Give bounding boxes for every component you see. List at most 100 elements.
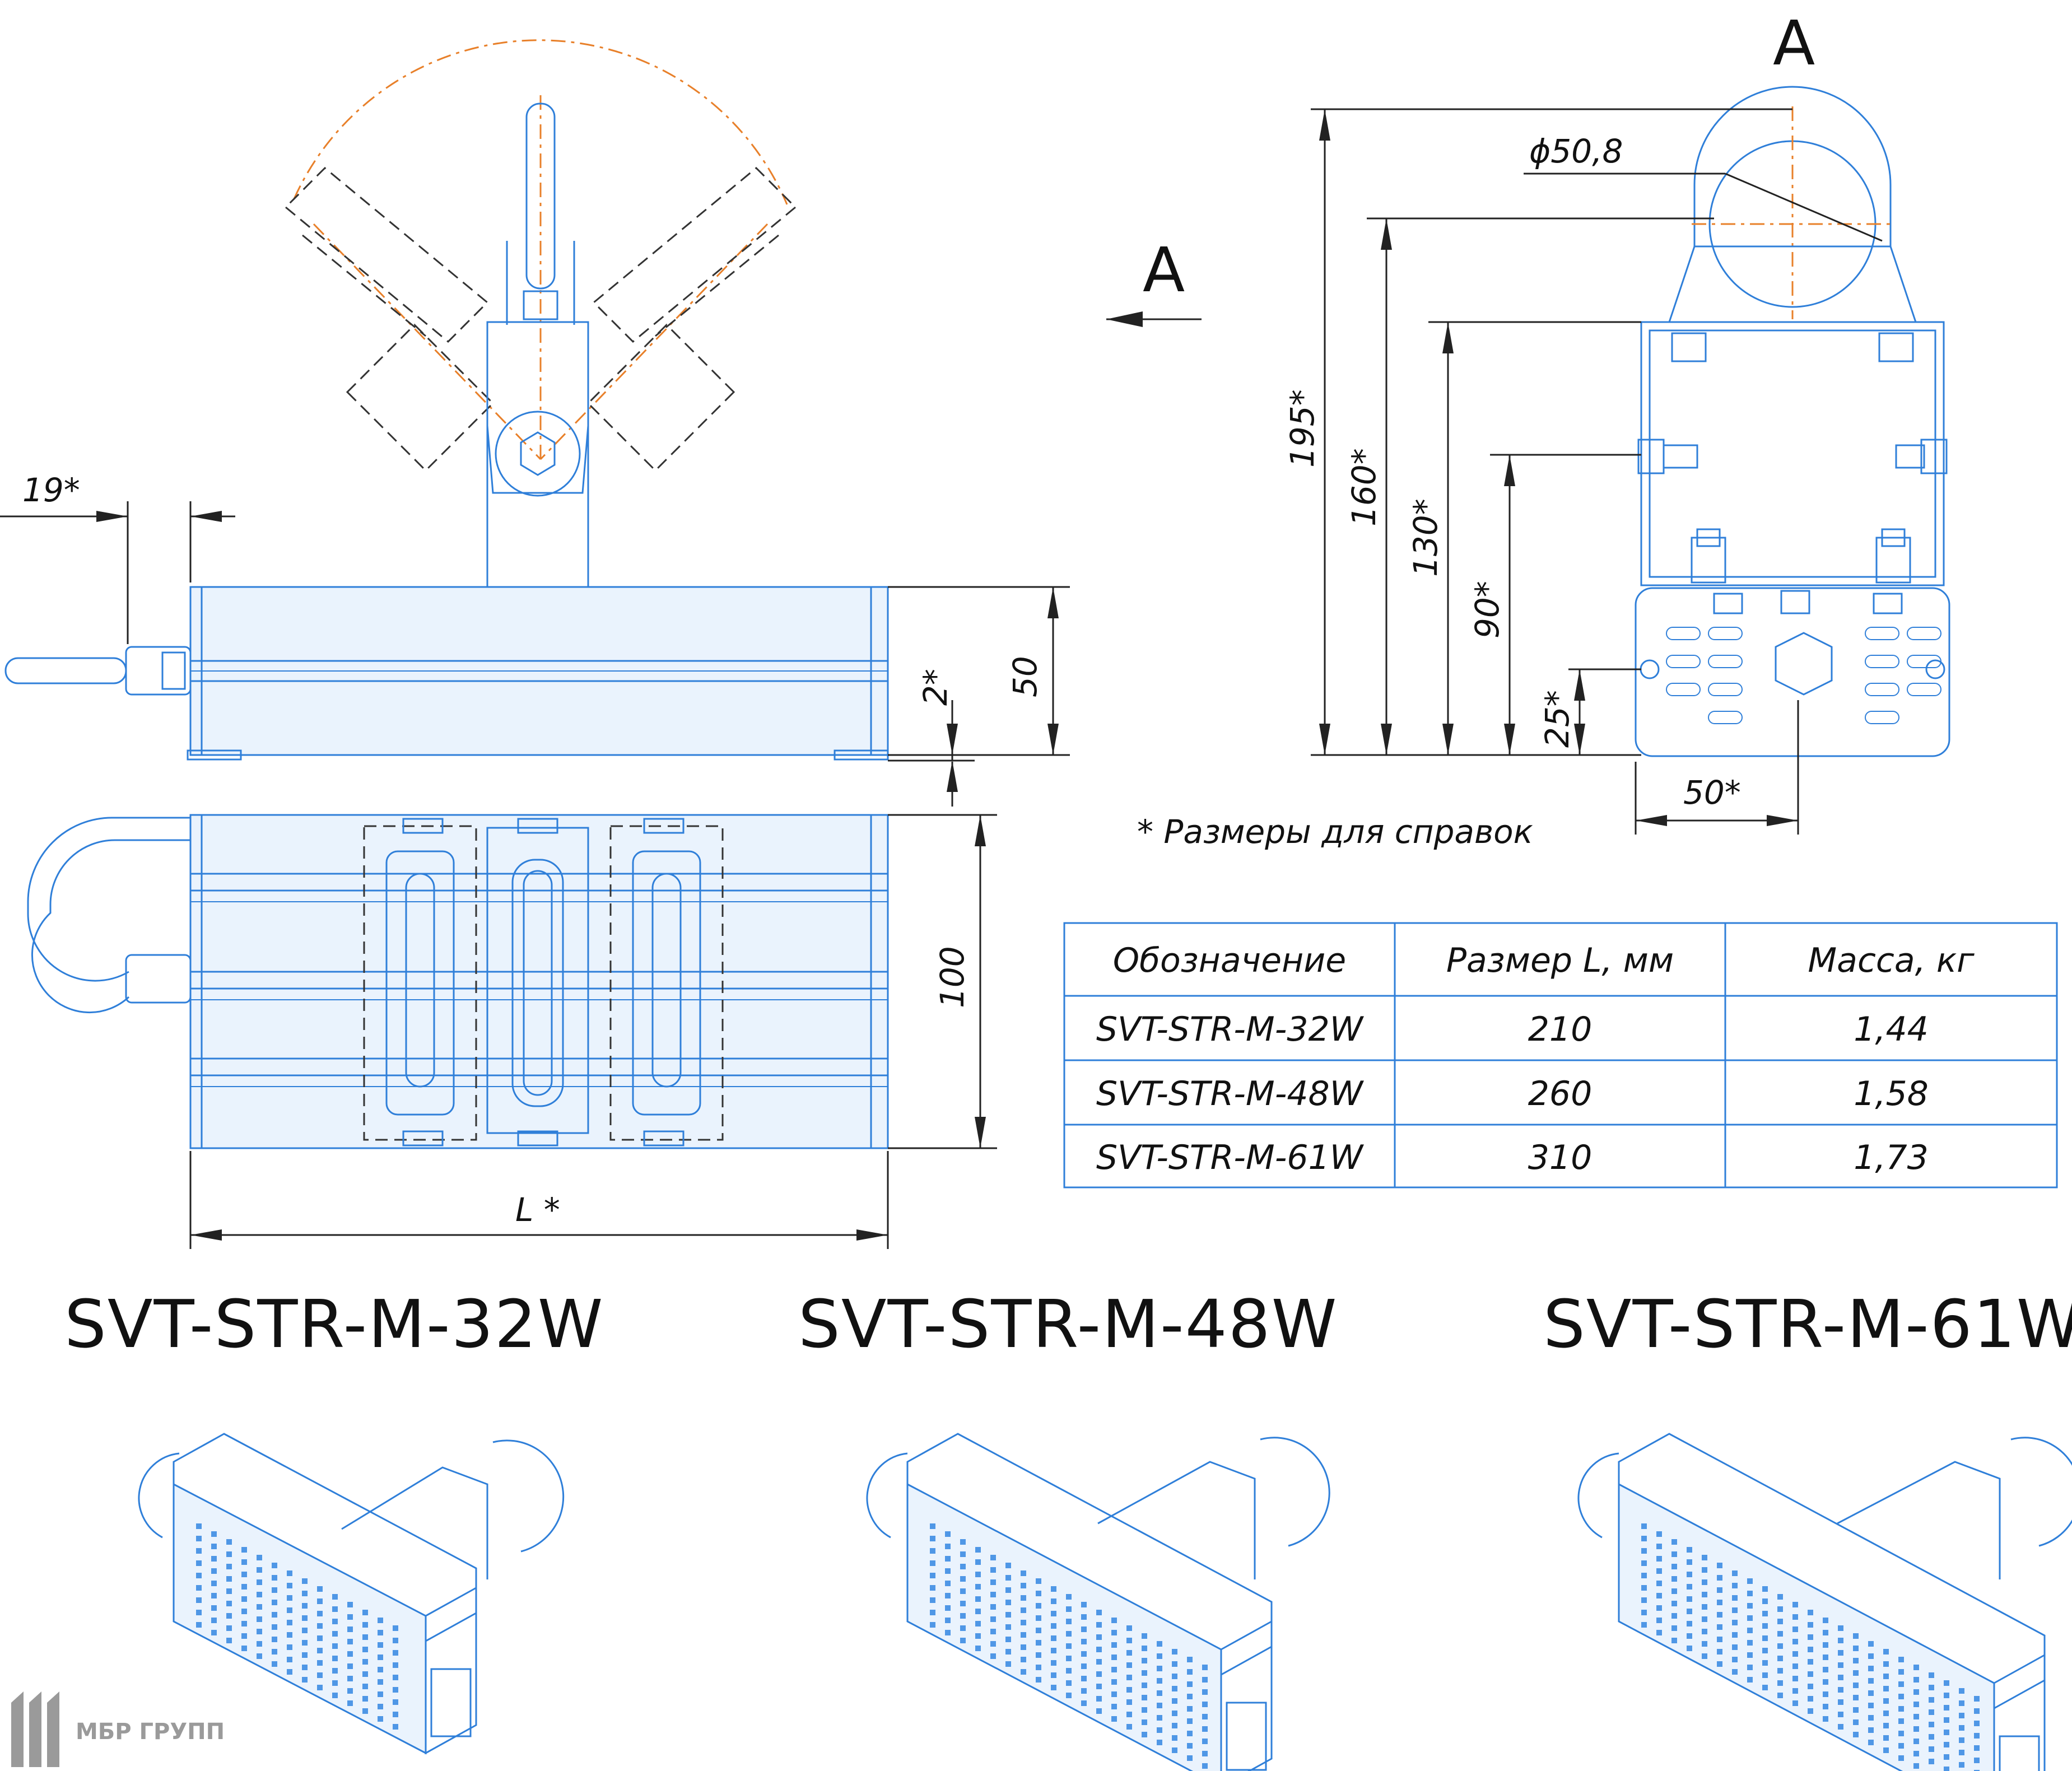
led-dot — [378, 1704, 383, 1709]
led-dot — [1172, 1661, 1177, 1667]
led-dot — [332, 1656, 338, 1661]
led-dot — [362, 1647, 368, 1652]
led-dot — [1157, 1740, 1162, 1745]
led-dot — [930, 1597, 935, 1603]
led-dot — [1005, 1563, 1011, 1568]
table-cell: SVT-STR-M-32W — [1096, 1010, 1365, 1049]
led-dot — [317, 1660, 323, 1666]
led-dot — [378, 1642, 383, 1648]
led-dot — [241, 1547, 247, 1553]
led-dot — [1747, 1640, 1753, 1646]
led-dot — [393, 1675, 398, 1680]
led-dot — [1732, 1607, 1738, 1613]
led-dot — [1792, 1614, 1798, 1620]
led-dot — [975, 1584, 981, 1590]
led-dot — [1913, 1714, 1919, 1719]
led-dot — [1021, 1632, 1026, 1638]
cable-gland — [125, 646, 192, 696]
led-dot — [226, 1588, 232, 1594]
led-dot — [1732, 1669, 1738, 1675]
led-dot — [1687, 1633, 1692, 1639]
led-dot — [1868, 1690, 1874, 1696]
led-dot — [287, 1657, 292, 1662]
led-dot — [1883, 1735, 1889, 1741]
led-dot — [960, 1564, 966, 1569]
led-dot — [241, 1572, 247, 1577]
led-dot — [1929, 1672, 1934, 1678]
led-dot — [1066, 1594, 1072, 1600]
table-cell: 1,73 — [1854, 1138, 1929, 1177]
led-dot — [1081, 1602, 1087, 1607]
led-dot — [241, 1609, 247, 1614]
led-dot — [1687, 1572, 1692, 1577]
led-dot — [1777, 1606, 1783, 1612]
led-dot — [317, 1635, 323, 1641]
product-image-61w — [1577, 1433, 2072, 1771]
led-dot — [1853, 1646, 1859, 1651]
led-dot — [1762, 1648, 1768, 1653]
led-dot — [1868, 1641, 1874, 1647]
led-dot — [1944, 1730, 1949, 1735]
led-dot — [1792, 1639, 1798, 1644]
led-dot — [226, 1539, 232, 1545]
led-dot — [257, 1579, 262, 1585]
led-dot — [1777, 1680, 1783, 1686]
led-dot — [257, 1567, 262, 1573]
led-dot — [975, 1609, 981, 1614]
heat-fins — [189, 873, 889, 1087]
led-dot — [196, 1622, 202, 1628]
table-cell: 1,44 — [1854, 1010, 1929, 1049]
led-dot — [287, 1669, 292, 1675]
led-dot — [302, 1603, 308, 1609]
led-dot — [1081, 1663, 1087, 1669]
led-dot — [1974, 1708, 1980, 1714]
led-dot — [960, 1613, 966, 1619]
led-dot — [1021, 1607, 1026, 1613]
led-dot — [1838, 1662, 1843, 1668]
led-dot — [1913, 1751, 1919, 1756]
led-dot — [1096, 1684, 1102, 1689]
led-dot — [1959, 1750, 1964, 1755]
led-dot — [1868, 1703, 1874, 1708]
led-dot — [196, 1585, 202, 1591]
led-dot — [1792, 1700, 1798, 1706]
led-dot — [1823, 1618, 1828, 1623]
led-dot — [1656, 1568, 1662, 1574]
led-dot — [990, 1604, 996, 1610]
led-dot — [1671, 1539, 1677, 1545]
led-dot — [1702, 1555, 1707, 1560]
led-dot — [347, 1700, 353, 1706]
led-dot — [1853, 1658, 1859, 1663]
led-dot — [1081, 1614, 1087, 1620]
led-dot — [196, 1536, 202, 1541]
led-dot — [1126, 1625, 1132, 1631]
led-dot — [1066, 1656, 1072, 1661]
led-dot — [945, 1630, 951, 1635]
led-dot — [1187, 1657, 1193, 1662]
led-dot — [393, 1662, 398, 1668]
led-dot — [272, 1624, 277, 1630]
led-dot — [332, 1631, 338, 1637]
led-dot — [1702, 1653, 1707, 1659]
led-dot — [317, 1598, 323, 1604]
led-dot — [1792, 1626, 1798, 1632]
led-dot — [347, 1639, 353, 1644]
led-dot — [332, 1680, 338, 1686]
led-dot — [332, 1606, 338, 1612]
led-dot — [1157, 1715, 1162, 1721]
led-dot — [1021, 1595, 1026, 1601]
led-dot — [1172, 1723, 1177, 1728]
led-dot — [1702, 1604, 1707, 1610]
led-dot — [1898, 1718, 1904, 1724]
led-dot — [1142, 1670, 1147, 1676]
led-dot — [1823, 1704, 1828, 1709]
led-dot — [1036, 1591, 1041, 1596]
led-dot — [975, 1633, 981, 1639]
led-dot — [1051, 1586, 1056, 1592]
led-dot — [272, 1661, 277, 1667]
led-dot — [1187, 1718, 1193, 1724]
led-dot — [1051, 1672, 1056, 1678]
led-dot — [378, 1691, 383, 1697]
table-header-designation: Обозначение — [1113, 941, 1346, 980]
led-dot — [317, 1672, 323, 1678]
